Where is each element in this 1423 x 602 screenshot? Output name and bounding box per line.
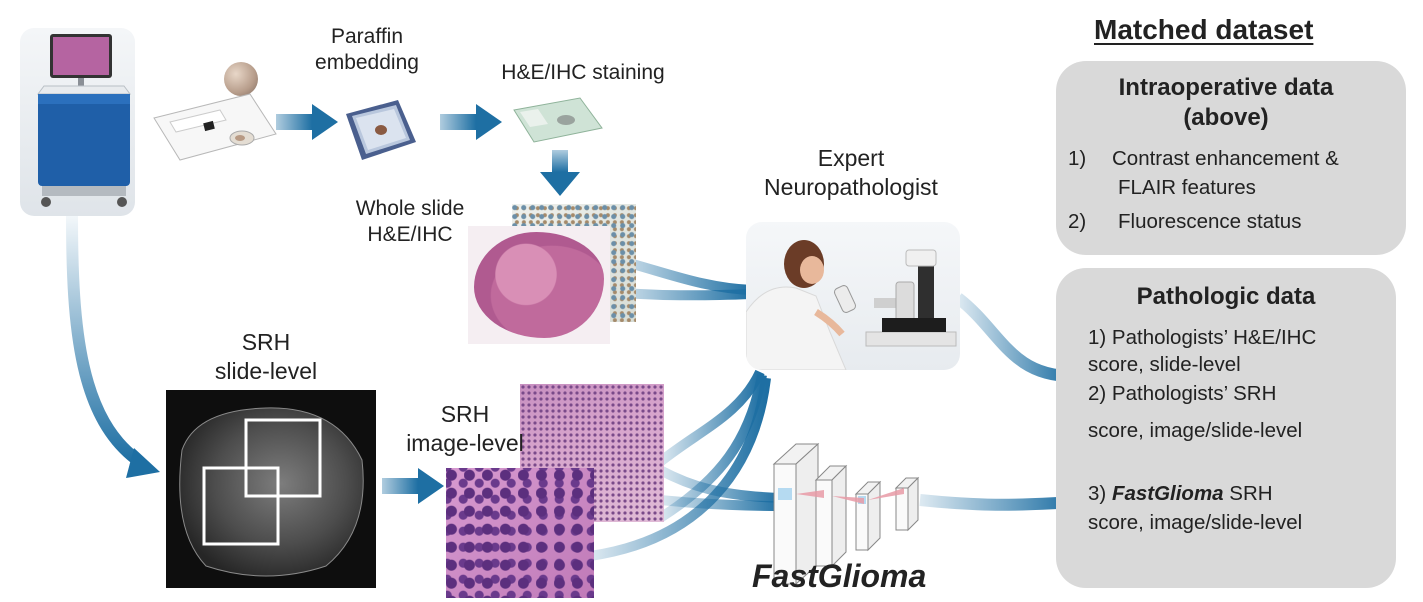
patho-item-3-rest: SRH [1223,482,1273,505]
tissue-sample [224,62,258,96]
fastglioma-label: FastGlioma [752,558,927,594]
intraop-item-1-line-1: Contrast enhancement & [1112,147,1339,170]
srh-slide-image [166,390,376,588]
staining-label: H&E/IHC staining [501,61,665,84]
patho-item-3-prefix: 3) [1088,482,1112,505]
intraop-item-1-num: 1) [1068,147,1087,170]
flow-model-to-patho [919,494,1075,511]
wsi-he-image [468,226,610,344]
arrow-srh-slide-to-image [382,468,444,504]
intraop-panel: Intraoperative data(above) 1) Contrast e… [1056,61,1406,255]
glass-slide-cassette [153,93,277,161]
stained-slide [513,97,603,143]
srh-tile-front [446,468,594,598]
patho-item-2-line-2: score, image/slide-level [1088,419,1303,442]
patho-panel: Pathologic data 1) Pathologists’ H&E/IHC… [1056,268,1396,588]
intraop-item-2-line-1: Fluorescence status [1118,210,1302,233]
patho-item-2-line-1: 2) Pathologists’ SRH [1088,382,1277,405]
flow-expert-to-patho [954,293,1073,382]
srh-roi-box-1 [244,418,322,498]
flow-cart-to-srh [66,214,144,467]
matched-dataset-title: Matched dataset [1094,14,1314,45]
srh-imaging-cart [20,28,135,216]
expert-photo [746,222,960,370]
flow-srh-to-expert-1 [656,369,765,466]
patho-item-3-bold: FastGlioma [1111,482,1224,505]
flow-cart-arrowhead [126,448,160,478]
patho-item-1-line-1: 1) Pathologists’ H&E/IHC [1088,326,1317,349]
patho-item-3-line-2: score, image/slide-level [1088,511,1303,534]
flow-srh-to-model-1 [657,465,783,503]
arrow-to-paraffin [276,104,338,140]
patho-title: Pathologic data [1136,283,1316,310]
patho-item-1-line-2: score, slide-level [1088,353,1241,376]
srh-roi-box-2 [202,466,280,546]
intraop-item-1-line-2: FLAIR features [1118,176,1256,199]
intraop-title: Intraoperative data(above) [1118,74,1334,131]
paraffin-block [346,100,416,160]
intraop-item-2-num: 2) [1068,210,1087,233]
arrow-to-staining [440,104,502,140]
arrow-to-wsi [540,150,580,196]
flow-srh-to-model-2 [659,495,783,511]
patho-item-3-line-1: 3) FastGlioma SRH [1088,480,1273,507]
